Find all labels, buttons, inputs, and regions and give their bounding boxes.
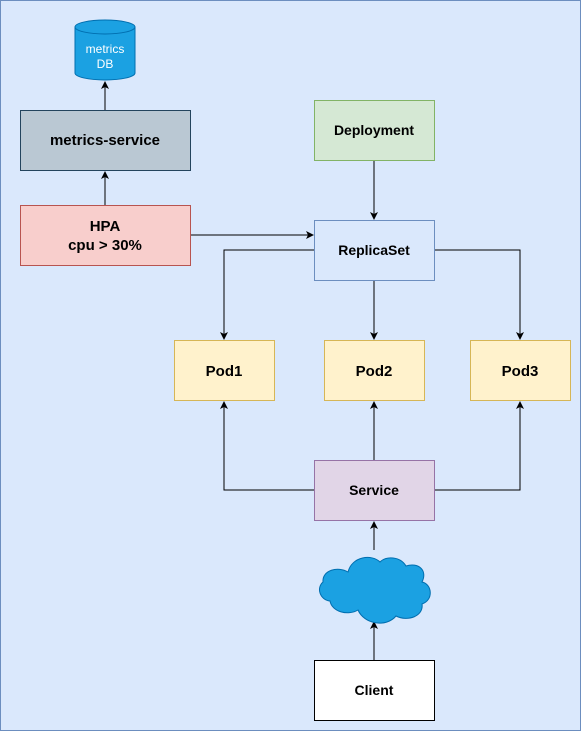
- deployment-label: Deployment: [334, 122, 414, 138]
- replicaset-label: ReplicaSet: [338, 242, 410, 258]
- hpa-node[interactable]: HPA cpu > 30%: [20, 205, 191, 266]
- hpa-label-line2: cpu > 30%: [68, 237, 142, 254]
- metrics-db-label-line2: DB: [97, 57, 114, 71]
- pod3-node[interactable]: Pod3: [470, 340, 571, 401]
- edge-service-to-pod1: [220, 401, 314, 491]
- database-icon-rim: [74, 26, 136, 35]
- metrics-service-label: metrics-service: [50, 132, 160, 149]
- client-node[interactable]: Client: [314, 660, 435, 721]
- internet-cloud-node[interactable]: [319, 556, 431, 624]
- metrics-service-node[interactable]: metrics-service: [20, 110, 191, 171]
- cloud-icon: [319, 556, 431, 624]
- edge-service-to-pod3: [434, 401, 524, 491]
- service-node[interactable]: Service: [314, 460, 435, 521]
- client-box: [314, 660, 435, 721]
- pod1-box: [174, 340, 275, 401]
- metrics-db-node[interactable]: metrics DB: [74, 19, 136, 81]
- pod2-label: Pod2: [356, 363, 393, 380]
- pod1-node[interactable]: Pod1: [174, 340, 275, 401]
- service-label: Service: [349, 482, 399, 498]
- replicaset-node[interactable]: ReplicaSet: [314, 220, 435, 281]
- database-icon: [74, 19, 136, 81]
- hpa-label-line1: HPA: [90, 218, 121, 235]
- pod2-node[interactable]: Pod2: [324, 340, 425, 401]
- pod2-box: [324, 340, 425, 401]
- metrics-db-label-line1: metrics: [86, 42, 125, 56]
- hpa-box: [20, 205, 191, 266]
- deployment-node[interactable]: Deployment: [314, 100, 435, 161]
- deployment-box: [314, 100, 435, 161]
- edges: [101, 81, 524, 660]
- pod1-label: Pod1: [206, 363, 243, 380]
- service-box: [314, 460, 435, 521]
- edge-replicaset-to-pod3: [434, 249, 524, 340]
- pod3-box: [470, 340, 571, 401]
- client-label: Client: [355, 682, 394, 698]
- pod3-label: Pod3: [502, 363, 539, 380]
- replicaset-box: [314, 220, 435, 281]
- metrics-service-box: [20, 110, 191, 171]
- edge-replicaset-to-pod1: [220, 249, 314, 340]
